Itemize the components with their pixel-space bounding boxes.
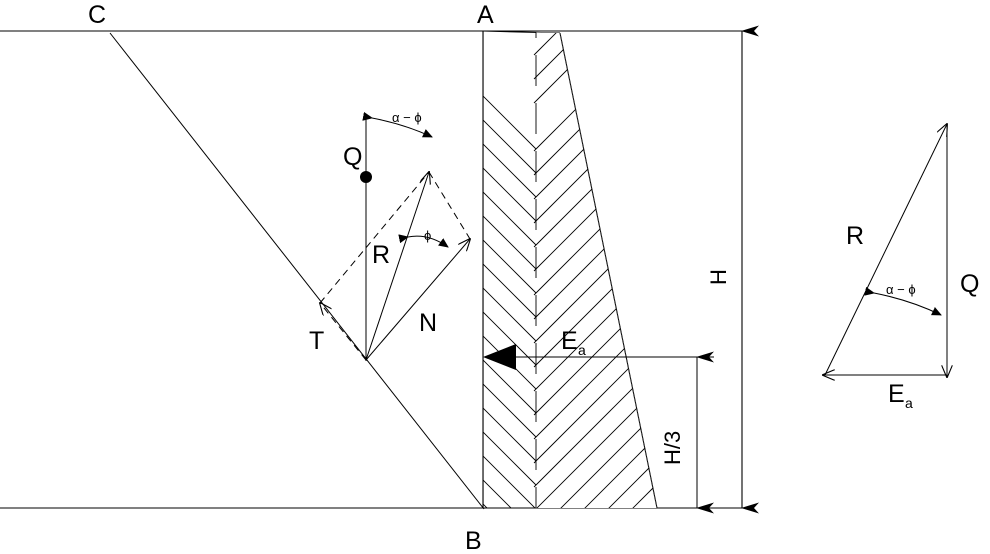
centroid-dot	[360, 171, 372, 183]
label-R-main: R	[372, 241, 390, 269]
label-Ea-subscript-main: a	[578, 342, 586, 358]
label-H-third: H/3	[660, 431, 685, 465]
label-phi-main: ϕ	[424, 228, 431, 243]
active-thrust-arrowhead	[483, 344, 516, 370]
label-Ea-subscript-triangle: a	[905, 395, 913, 411]
parallelogram-side-top-right	[428, 171, 471, 240]
label-T-main: T	[309, 327, 324, 355]
resultant-vector-R	[365, 172, 429, 361]
tangential-vector-T	[320, 303, 367, 361]
angle-arc-phi	[398, 234, 449, 248]
force-triangle-side-R	[824, 124, 947, 376]
label-point-A: A	[477, 1, 494, 29]
wall-hatch-pattern	[483, 31, 657, 508]
label-Ea-triangle: E	[888, 380, 905, 408]
label-Q-triangle: Q	[960, 270, 979, 298]
failure-plane-line	[109, 32, 485, 510]
label-alpha-minus-phi-main: α − ϕ	[392, 110, 422, 125]
angle-arc-alpha-minus-phi	[362, 111, 433, 138]
normal-vector-N	[365, 239, 470, 361]
force-triangle-group: R Q E a α − ϕ	[823, 124, 979, 411]
label-point-C: C	[88, 1, 106, 29]
label-point-B: B	[465, 527, 482, 554]
label-alpha-minus-phi-triangle: α − ϕ	[886, 282, 916, 297]
angle-arc-alpha-minus-phi-triangle	[864, 286, 942, 316]
label-Ea-main: E	[561, 327, 578, 355]
label-R-triangle: R	[846, 222, 864, 250]
label-Q-main: Q	[343, 143, 362, 171]
label-N-main: N	[419, 309, 437, 337]
label-H: H	[706, 269, 731, 285]
parallelogram-side-top-left	[319, 171, 430, 304]
